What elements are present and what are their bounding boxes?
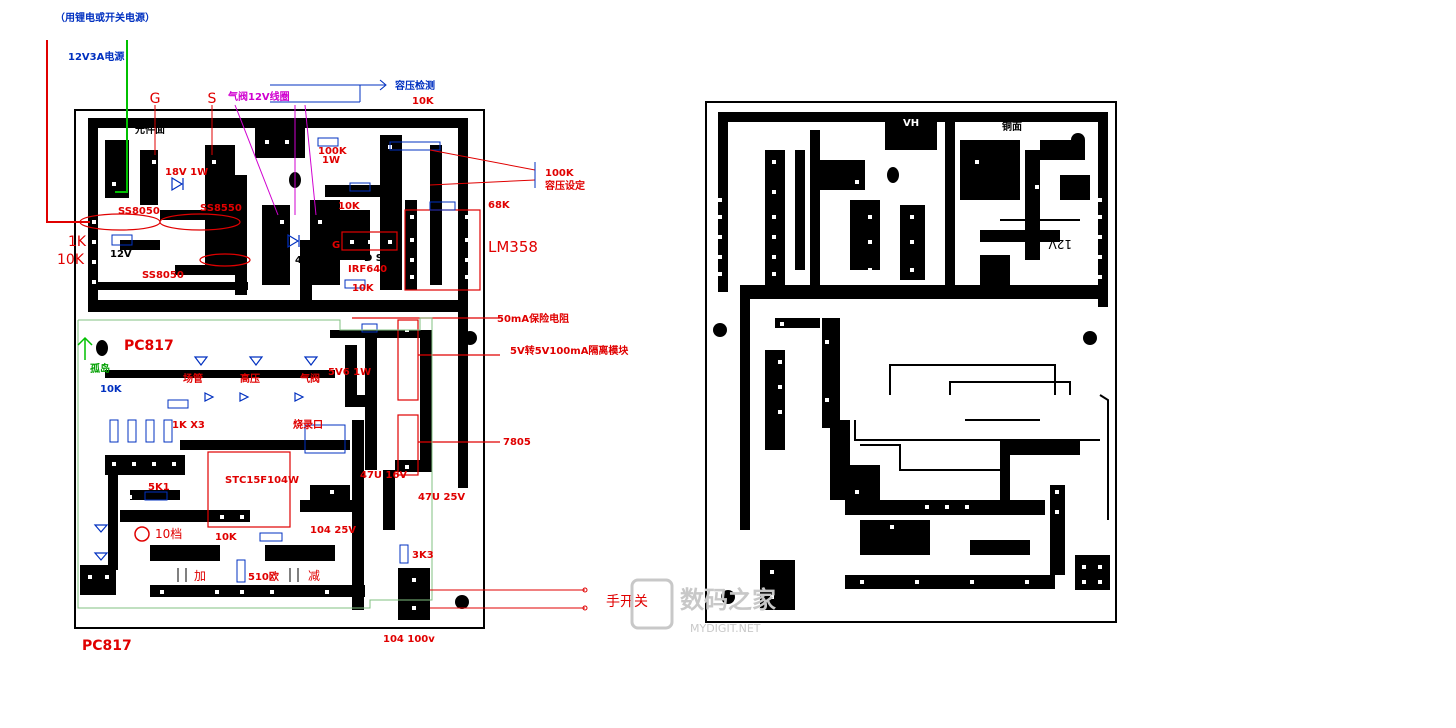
mounting-hole-icon (463, 331, 477, 345)
mounting-hole-icon (887, 167, 899, 183)
mounting-hole-icon (1071, 133, 1085, 147)
push-button-icon (177, 568, 299, 582)
r-10k-left: 10K (57, 252, 85, 268)
btn-add-label: 加 (194, 569, 206, 583)
component-side-board (74, 84, 500, 629)
watermark-url: MYDIGIT.NET (690, 622, 761, 635)
valve-coil-label: 气阀12V线圈 (227, 90, 290, 103)
watermark-logo-icon (630, 578, 674, 630)
zener-5v6: 5V6 1W (328, 367, 371, 378)
zener-18v: 18V 1W (165, 167, 208, 178)
cap-detect-label: 容压检测 (394, 79, 435, 92)
component-labels: （用锂电或开关电源） 12V3A电源 G S 气阀12V线圈 容压检测 10K … (55, 11, 648, 654)
mcu-label: STC15F104W (225, 475, 299, 486)
r-510-label: 510欧 (248, 570, 279, 583)
copper-side-title: 铜面 (1002, 120, 1022, 133)
r-68k: 68K (488, 200, 511, 211)
pin-s-label: S (208, 91, 217, 107)
burn-port-label: 烧录口 (293, 418, 323, 431)
mounting-hole-icon (96, 340, 108, 356)
fet-label: 场管 (183, 372, 203, 385)
r-10k-pc: 10K (100, 384, 123, 395)
watermark-text: 数码之家 (680, 586, 776, 614)
ss8550: SS8550 (200, 203, 242, 214)
r-3k3: 3K3 (412, 550, 434, 561)
watermark: 数码之家 MYDIGIT.NET (630, 578, 776, 635)
r-100k-1w: 100K (318, 146, 348, 157)
copper-outline-traces (854, 219, 1109, 520)
copper-12v-label: 12V (1048, 237, 1072, 251)
lm358-label: LM358 (488, 238, 538, 256)
led-icon (134, 526, 150, 542)
d4007-label: 4007 (295, 255, 323, 266)
supply-label: 12V3A电源 (68, 50, 124, 63)
v12-label: 12V (110, 249, 132, 260)
mounting-hole-icon (721, 590, 735, 604)
r-10k-bot: 10K (215, 532, 238, 543)
ds-label: D S (364, 253, 383, 264)
valve-label: 气阀 (299, 372, 320, 385)
mounting-hole-icon (106, 143, 120, 157)
gear-10-label: 10档 (155, 527, 182, 541)
r-1k-x3: 1K X3 (172, 420, 205, 431)
diode-icon (93, 176, 319, 561)
ss8050-a: SS8050 (118, 206, 160, 217)
component-side-title: 元件面 (135, 123, 165, 136)
r-100k-set: 100K (545, 168, 575, 179)
btn-sub-label: 减 (308, 569, 320, 583)
module-label: 5V转5V100mA隔离模块 (510, 344, 629, 357)
reg-7805-label: 7805 (503, 437, 531, 448)
r-1w: 1W (322, 155, 340, 166)
ss8050-b: SS8050 (142, 270, 184, 281)
pc817-top-label: PC817 (124, 338, 174, 354)
cap-104-100v: 104 100v (383, 634, 435, 645)
r-10k-irf: 10K (352, 283, 375, 294)
hand-switch-label: 手开关 (606, 594, 648, 610)
hv-label: HV (262, 125, 278, 136)
copper-pads (718, 140, 1102, 599)
component-outlines (79, 209, 500, 528)
cap-104-25v: 104 25V (310, 525, 356, 536)
irf640-label: IRF640 (348, 264, 387, 275)
lithium-note: （用锂电或开关电源） (55, 11, 155, 24)
power-wires (46, 40, 588, 611)
mounting-hole-icon (1083, 331, 1097, 345)
cap-set-label: 容压设定 (544, 179, 585, 192)
isolation-boundary (77, 317, 433, 609)
cap-47u-a: 47U 16V (360, 470, 407, 481)
hv-driver-label: 高压 (240, 372, 260, 385)
fuse-label: 50mA保险电阻 (497, 312, 569, 325)
copper-side-board: 铜面 HV 12V (705, 101, 1117, 623)
cap-47u-b: 47U 25V (418, 492, 465, 503)
copper-hv-label: HV (903, 118, 919, 129)
r-1k: 1K (68, 234, 87, 250)
r-10k-top: 10K (412, 96, 435, 107)
island-label: 孤岛 (90, 362, 110, 375)
component-outlines-blue (109, 84, 456, 583)
mounting-hole-icon (455, 595, 469, 609)
pc817-bottom-label: PC817 (82, 638, 132, 654)
r-5k1: 5K1 (148, 482, 170, 493)
g-label: G (332, 240, 340, 251)
r-10k-mid: 10K (338, 201, 361, 212)
pin-g-label: G (150, 91, 161, 107)
mounting-hole-icon (713, 323, 727, 337)
